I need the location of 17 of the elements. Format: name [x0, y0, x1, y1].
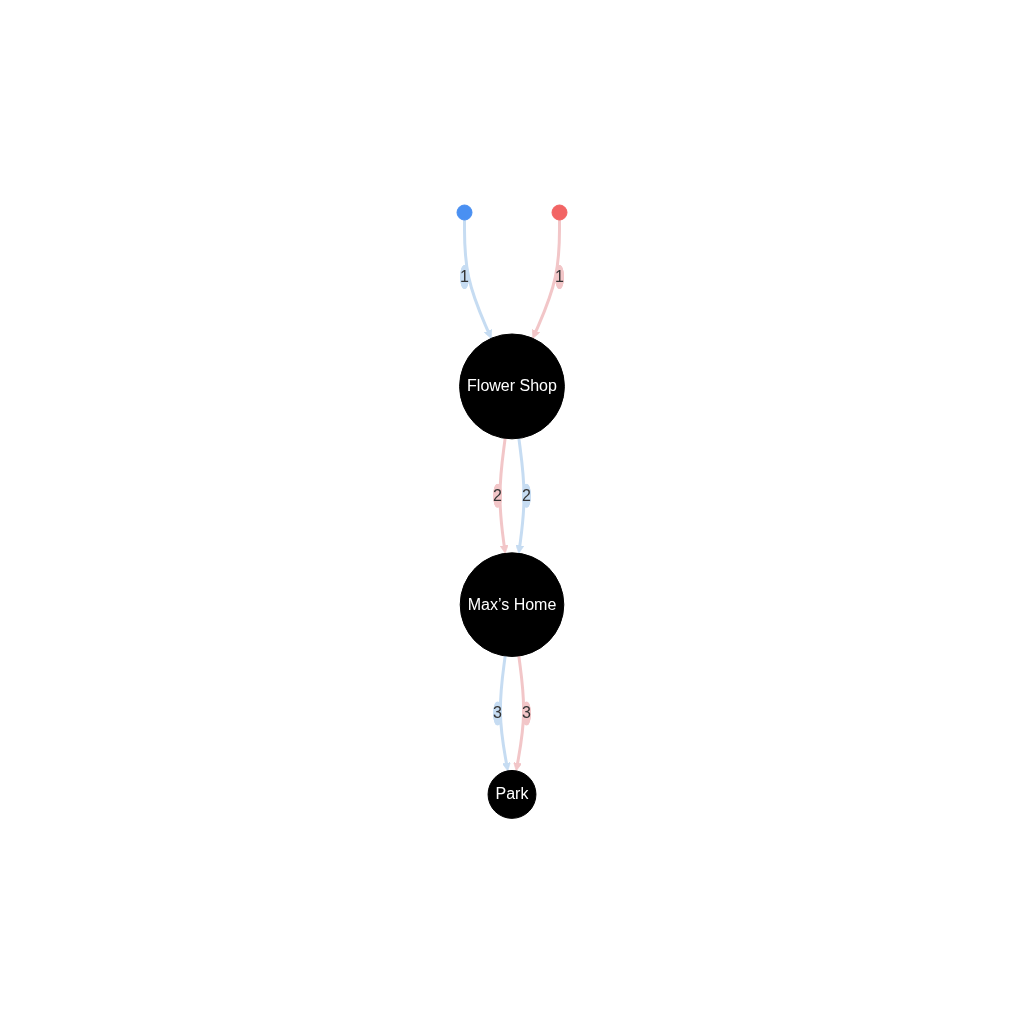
- node-circle: [551, 204, 568, 221]
- edge-label: 1: [555, 268, 564, 286]
- edge-label: 2: [522, 487, 531, 505]
- edge-label: 3: [493, 704, 502, 722]
- arrow: [463, 220, 492, 340]
- arrow: [498, 656, 511, 772]
- arrow: [513, 656, 526, 772]
- node-circle: Max’s Home: [459, 552, 565, 658]
- node-circle: Park: [487, 770, 537, 820]
- node-circle: [456, 204, 473, 221]
- edge-label: 1: [460, 268, 469, 286]
- node-circle: Flower Shop: [459, 333, 565, 440]
- arrow: [515, 438, 526, 554]
- edge-label: 3: [522, 704, 531, 722]
- arrow: [532, 220, 561, 340]
- arrow: [498, 438, 509, 554]
- edge-label: 2: [493, 487, 502, 505]
